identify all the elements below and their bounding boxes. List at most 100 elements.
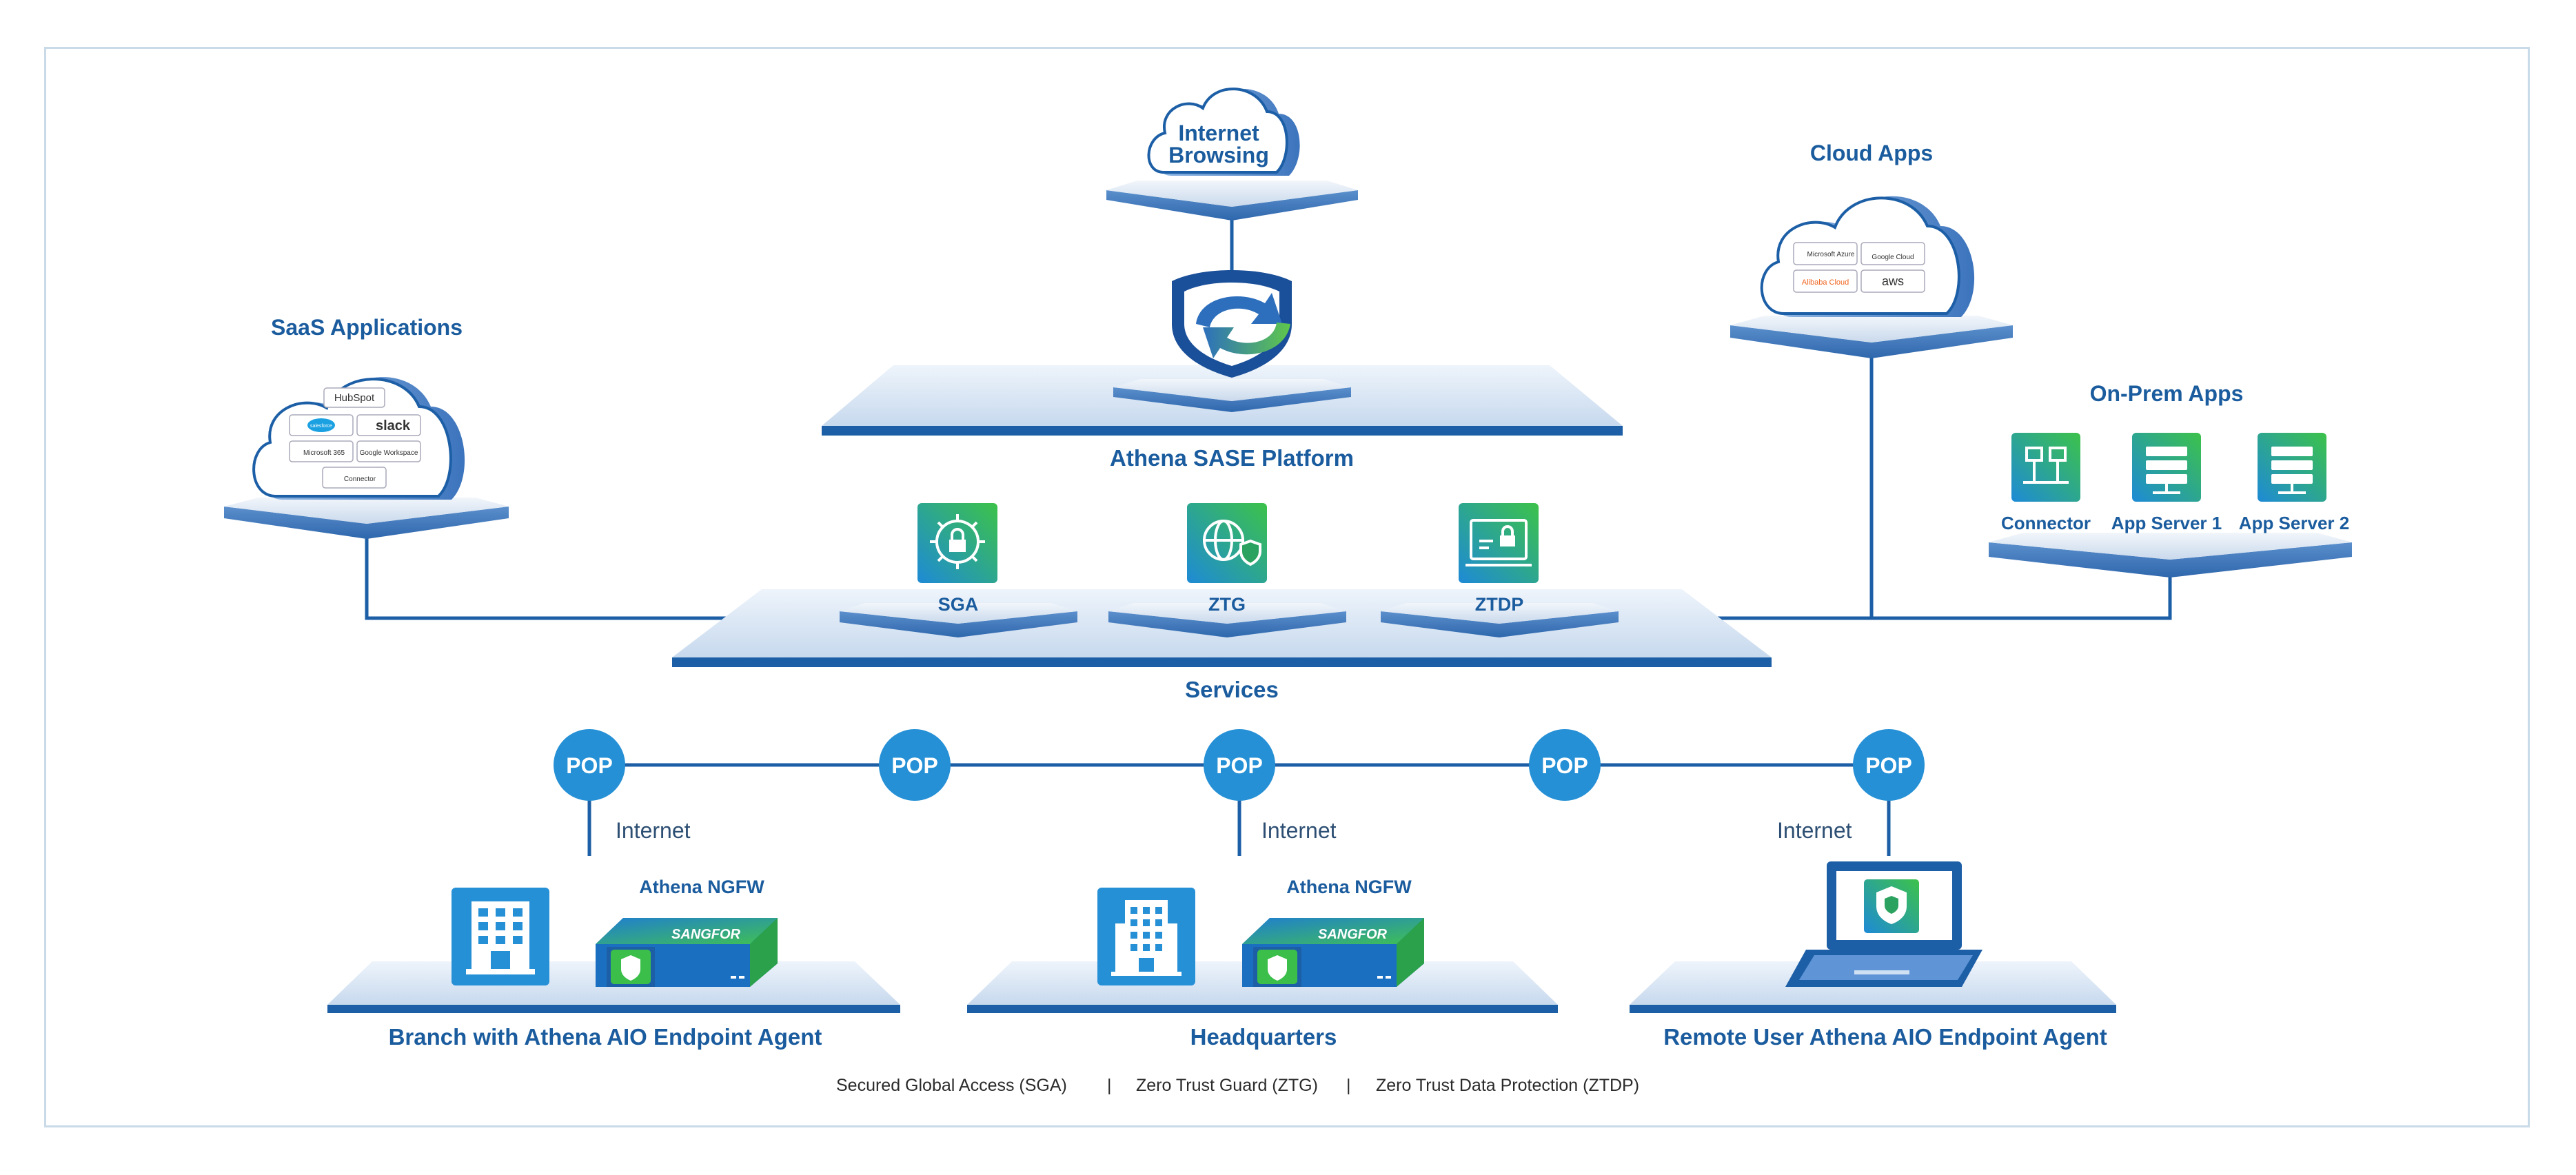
hubspot-logo bbox=[323, 387, 385, 408]
sase-platform-group: Athena SASE Platform bbox=[822, 270, 1623, 471]
saas-cloud-icon bbox=[252, 377, 465, 500]
services-slab-edge bbox=[672, 657, 1772, 667]
pop-node-3 bbox=[1204, 729, 1275, 801]
legend-ztg: Zero Trust Guard (ZTG) bbox=[1136, 1076, 1318, 1095]
services-group: Services SGA bbox=[672, 503, 1772, 702]
connector-logo-text: Connector bbox=[344, 476, 376, 483]
hq-ngfw-appliance-icon: SANGFOR bbox=[1242, 918, 1424, 987]
hq-device-label: Athena NGFW bbox=[1286, 877, 1412, 897]
branch-device-brand: SANGFOR bbox=[671, 927, 741, 942]
google-workspace-logo-text: Google Workspace bbox=[360, 449, 418, 457]
microsoft365-logo bbox=[289, 440, 354, 462]
cloud-apps-pad-top bbox=[1730, 316, 2013, 343]
branch-title: Branch with Athena AIO Endpoint Agent bbox=[389, 1024, 822, 1050]
azure-logo bbox=[1793, 242, 1858, 265]
browsing-pad-side bbox=[1106, 190, 1358, 221]
legend-separator-1: | bbox=[1107, 1076, 1112, 1095]
ngfw-appliance-icon: SANGFOR bbox=[596, 918, 778, 987]
internet-label-hq: Internet bbox=[1261, 818, 1337, 843]
onprem-title: On-Prem Apps bbox=[2090, 381, 2244, 406]
saas-logo-tiles: HubSpot salesforce slack Microsoft 365 G… bbox=[289, 387, 421, 489]
sga-label: SGA bbox=[938, 594, 979, 615]
hq-site-group: Athena NGFW SANGFOR Headquarters bbox=[967, 877, 1558, 1050]
shield-pad-top bbox=[1113, 379, 1351, 401]
building-windows bbox=[478, 908, 523, 969]
google-cloud-logo bbox=[1860, 242, 1925, 265]
onprem-apps-group: On-Prem Apps Connector bbox=[1989, 381, 2352, 578]
hq-slab-edge bbox=[967, 1005, 1558, 1013]
alibaba-cloud-logo-text: Alibaba Cloud bbox=[1802, 278, 1849, 287]
ztg-pad-top bbox=[1108, 603, 1346, 624]
internet-label-branch: Internet bbox=[616, 818, 691, 843]
cloud-icon bbox=[1147, 88, 1300, 176]
ztdp-pad-top bbox=[1381, 603, 1619, 624]
azure-logo-text: Microsoft Azure bbox=[1807, 251, 1855, 258]
aws-logo bbox=[1860, 269, 1925, 293]
globe-shield-icon bbox=[1203, 520, 1261, 566]
footer-legend: Secured Global Access (SGA) | Zero Trust… bbox=[836, 1076, 1639, 1095]
cloud-apps-pad-side bbox=[1730, 325, 2013, 358]
hq-title: Headquarters bbox=[1190, 1024, 1337, 1050]
legend-sga: Secured Global Access (SGA) bbox=[836, 1076, 1067, 1095]
saas-pad-top bbox=[224, 498, 509, 524]
ztdp-pad-side bbox=[1381, 611, 1619, 637]
remote-site-group: Remote User Athena AIO Endpoint Agent bbox=[1630, 861, 2116, 1050]
server-stack-icon-1 bbox=[2146, 447, 2187, 494]
pop-node-1 bbox=[554, 729, 625, 801]
onprem-pad-side bbox=[1989, 542, 2352, 578]
pop-nodes: POP POP POP POP POP bbox=[554, 729, 1925, 801]
slack-logo bbox=[356, 414, 421, 436]
saas-pad-side bbox=[224, 507, 509, 539]
browsing-pad-top bbox=[1106, 181, 1358, 207]
hubspot-logo-text: HubSpot bbox=[334, 392, 375, 404]
ztdp-service-icon bbox=[1459, 503, 1539, 583]
saas-applications-group: SaaS Applications HubSpot salesforce sla… bbox=[224, 315, 509, 539]
platform-slab-edge bbox=[822, 426, 1623, 436]
internet-browsing-label-line2: Browsing bbox=[1168, 143, 1269, 167]
salesforce-cloud-icon bbox=[307, 418, 335, 432]
pop-node-2 bbox=[879, 729, 951, 801]
pop-node-3-label: POP bbox=[1216, 753, 1263, 778]
pop-node-5 bbox=[1853, 729, 1925, 801]
ztdp-label: ZTDP bbox=[1475, 594, 1524, 615]
branch-site-group: Athena NGFW SANGFOR Branch with Athena A… bbox=[327, 877, 900, 1050]
server-stack-icon-2 bbox=[2271, 447, 2313, 494]
onprem-connector-label: Connector bbox=[2001, 513, 2091, 533]
sga-pad-side bbox=[840, 611, 1077, 637]
branch-slab-edge bbox=[327, 1005, 900, 1013]
google-workspace-logo bbox=[356, 440, 421, 462]
services-title: Services bbox=[1185, 677, 1279, 702]
internet-browsing-group: Internet Browsing bbox=[1106, 88, 1358, 221]
remote-slab-edge bbox=[1630, 1005, 2116, 1013]
sga-pad-top bbox=[840, 603, 1077, 624]
diagram-frame bbox=[44, 47, 2530, 1127]
line-cloud-services bbox=[1675, 355, 1874, 620]
slack-logo-text: slack bbox=[376, 418, 411, 433]
pop-node-1-label: POP bbox=[566, 753, 613, 778]
pop-node-4 bbox=[1529, 729, 1601, 801]
onprem-app-server-1-label: App Server 1 bbox=[2111, 513, 2222, 533]
connector-app-icon bbox=[2011, 433, 2080, 502]
google-cloud-logo-text: Google Cloud bbox=[1872, 254, 1914, 261]
microsoft365-logo-text: Microsoft 365 bbox=[303, 449, 345, 457]
laptop-icon bbox=[1785, 861, 1982, 987]
line-saas-services bbox=[365, 538, 779, 620]
branch-device-label: Athena NGFW bbox=[639, 877, 764, 897]
ztg-label: ZTG bbox=[1208, 594, 1246, 615]
onprem-pad-top bbox=[1989, 533, 2352, 560]
connector-logo bbox=[322, 467, 387, 489]
remote-title: Remote User Athena AIO Endpoint Agent bbox=[1663, 1024, 2107, 1050]
legend-ztdp: Zero Trust Data Protection (ZTDP) bbox=[1376, 1076, 1639, 1095]
alibaba-cloud-logo bbox=[1793, 269, 1858, 293]
onprem-app-server-2-label: App Server 2 bbox=[2239, 513, 2349, 533]
line-onprem-services bbox=[1872, 572, 2172, 620]
shield-pad-side bbox=[1113, 387, 1351, 412]
cloud-apps-logo-tiles: Microsoft Azure Google Cloud Alibaba Clo… bbox=[1793, 242, 1925, 293]
aws-logo-text: aws bbox=[1882, 274, 1904, 288]
cloud-apps-title: Cloud Apps bbox=[1810, 141, 1933, 165]
pop-node-2-label: POP bbox=[891, 753, 938, 778]
athena-shield-icon bbox=[1172, 270, 1292, 378]
globe-lock-icon bbox=[930, 514, 985, 569]
